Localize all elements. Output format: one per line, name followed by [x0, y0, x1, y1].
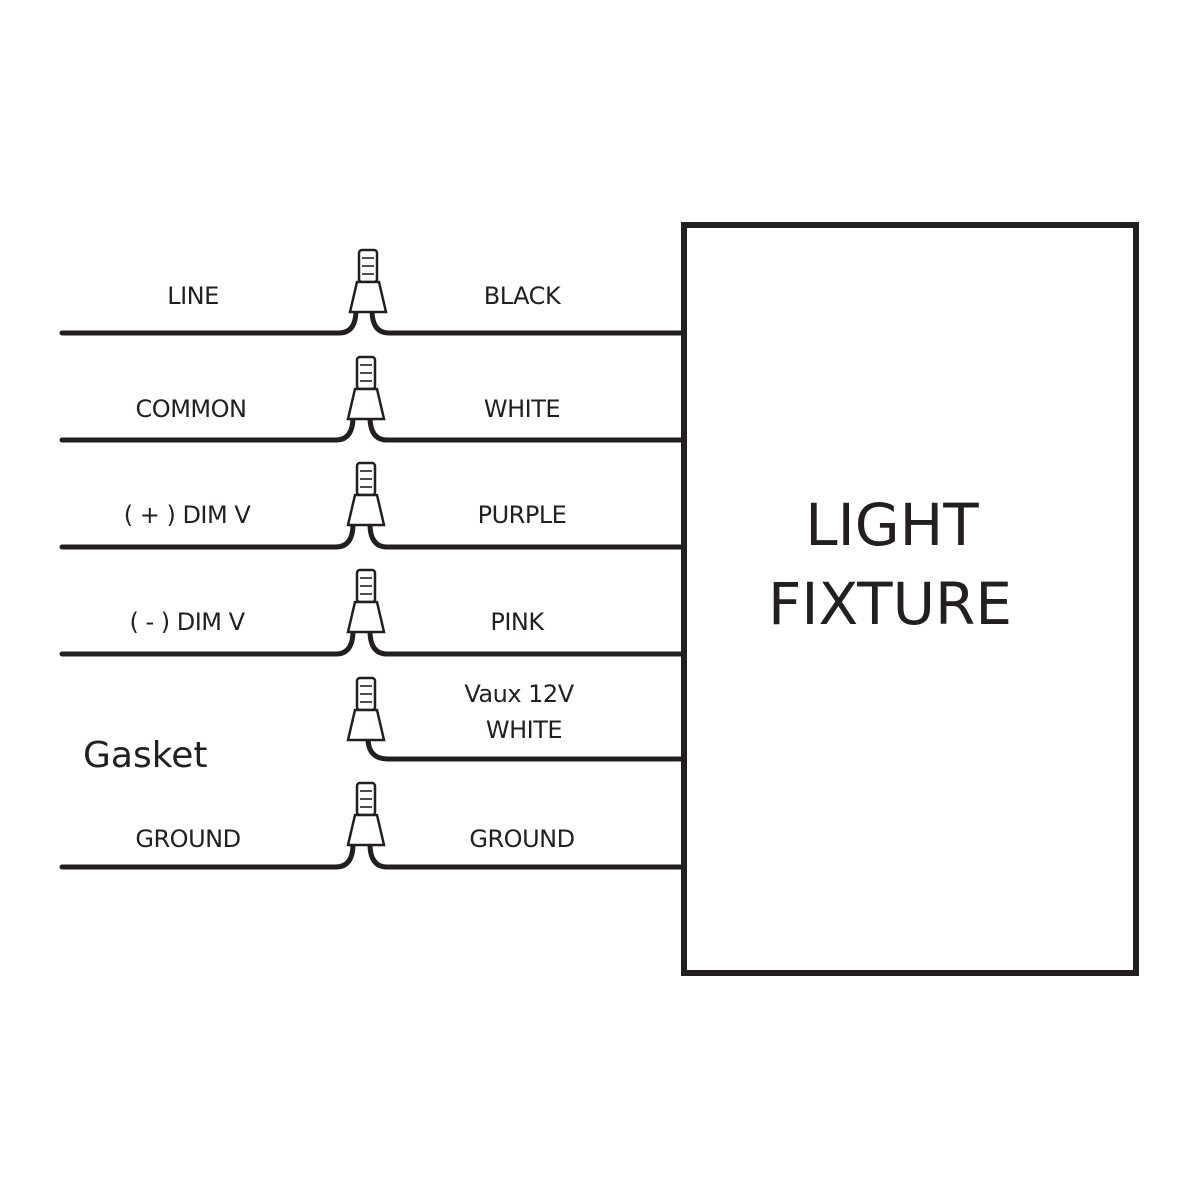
wire-nut-icon — [348, 248, 388, 314]
wire-row-minus-dimv-pink: ( - ) DIM V PINK — [59, 568, 687, 657]
wire-row-line-black: LINE BLACK — [59, 248, 687, 336]
wire-row-vaux-12v-white: Vaux 12V WHITE — [346, 676, 687, 762]
wire-nut-icon — [346, 676, 386, 742]
left-wire — [59, 628, 356, 657]
gasket-label: Gasket — [83, 735, 208, 776]
right-wire — [367, 628, 687, 657]
left-label: GROUND — [135, 825, 240, 853]
right-label: Vaux 12V — [464, 680, 574, 708]
left-label: LINE — [167, 282, 219, 310]
left-label: COMMON — [136, 395, 247, 423]
right-wire — [367, 414, 687, 443]
left-label: ( - ) DIM V — [129, 608, 245, 636]
wire-row-plus-dimv-purple: ( + ) DIM V PURPLE — [59, 461, 687, 550]
light-fixture-box — [681, 222, 1139, 976]
right-wire — [369, 307, 687, 336]
left-wire — [59, 307, 359, 336]
right-label: BLACK — [484, 282, 562, 310]
left-label: ( + ) DIM V — [124, 501, 252, 529]
wire-nut-icon — [346, 461, 386, 527]
fixture-label-line2: FIXTURE — [768, 570, 1012, 638]
fixture-label-line1: LIGHT — [805, 491, 979, 559]
right-label: WHITE — [484, 395, 560, 423]
wire-nut-icon — [346, 568, 386, 634]
right-wire — [367, 521, 687, 550]
right-label: PINK — [490, 608, 545, 636]
wire-nut-icon — [346, 355, 386, 421]
right-wire — [367, 841, 687, 870]
wire-row-common-white: COMMON WHITE — [59, 355, 687, 443]
left-wire — [59, 841, 356, 870]
left-wire — [59, 414, 356, 443]
left-wire — [59, 521, 356, 550]
right-label: PURPLE — [478, 501, 567, 529]
wire-nut-icon — [346, 781, 386, 847]
wire-row-ground-ground: GROUND GROUND — [59, 781, 687, 870]
right-label-line2: WHITE — [486, 716, 562, 744]
right-label: GROUND — [469, 825, 574, 853]
right-wire — [365, 735, 687, 762]
